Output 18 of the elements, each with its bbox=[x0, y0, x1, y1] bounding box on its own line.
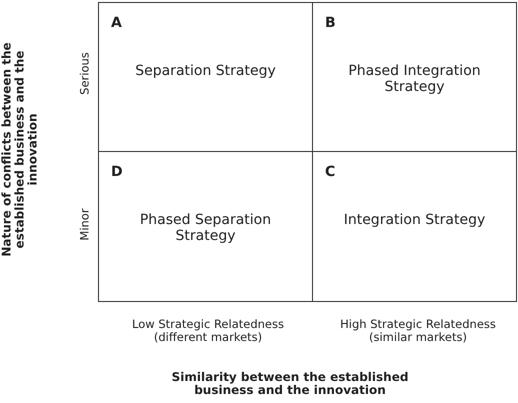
quadrant-letter: D bbox=[111, 164, 123, 180]
axis-title: Similarity between the established business and the innovation bbox=[170, 371, 410, 397]
quadrant-letter: B bbox=[325, 15, 336, 31]
quadrant-cell bbox=[312, 151, 517, 302]
strategy-name: Integration Strategy bbox=[342, 212, 486, 228]
quadrant-letter: A bbox=[111, 15, 122, 31]
quadrant-letter: C bbox=[325, 164, 336, 180]
quadrant-cell bbox=[98, 2, 313, 152]
column-label: Low Strategic Relatedness (different markets) bbox=[131, 318, 285, 344]
quadrant-cell bbox=[312, 2, 517, 152]
axis-tick-label: Serious bbox=[78, 51, 92, 97]
strategy-name: Phased Integration Strategy bbox=[347, 63, 482, 95]
column-label: High Strategic Relatedness (similar markets) bbox=[339, 318, 497, 344]
axis-title: Nature of conflicts between the established business and the innovation bbox=[0, 41, 40, 259]
quadrant-cell bbox=[98, 151, 313, 302]
strategy-name: Separation Strategy bbox=[134, 63, 277, 79]
strategy-name: Phased Separation Strategy bbox=[138, 212, 272, 244]
axis-tick-label: Minor bbox=[78, 207, 92, 243]
